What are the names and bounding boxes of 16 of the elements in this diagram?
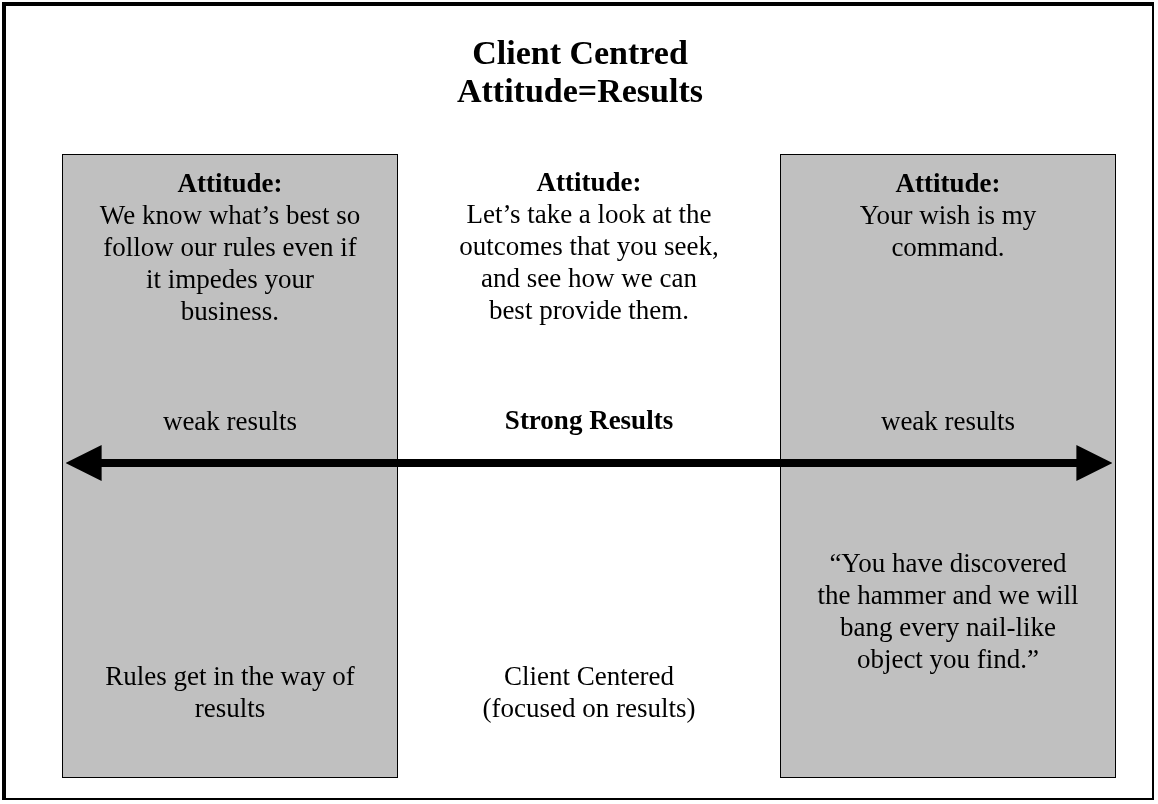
title: Client Centred Attitude=Results <box>455 34 704 110</box>
result-text: weak results <box>161 405 299 437</box>
caption-text: Client Centered (focused on results) <box>481 660 697 724</box>
heading-text: Attitude: <box>894 167 1002 199</box>
quote-text: Rules get in the way of results <box>104 660 356 724</box>
double-arrow <box>65 445 1113 481</box>
result-text: weak results <box>879 405 1017 437</box>
shaded-panel <box>780 154 1116 778</box>
body-text: We know what’s best so follow our rules even if it impedes your business. <box>98 199 362 327</box>
result-text: Strong Results <box>503 404 675 436</box>
heading-text: Attitude: <box>176 167 284 199</box>
body-text: Your wish is my command. <box>858 199 1038 263</box>
quote-text: “You have discovered the hammer and we will bang every nail-like object you find.” <box>816 547 1080 675</box>
body-text: Let’s take a look at the outcomes that you seek, and see how we can best provide them. <box>459 198 719 326</box>
heading-text: Attitude: <box>535 166 643 198</box>
shaded-panel <box>62 154 398 778</box>
